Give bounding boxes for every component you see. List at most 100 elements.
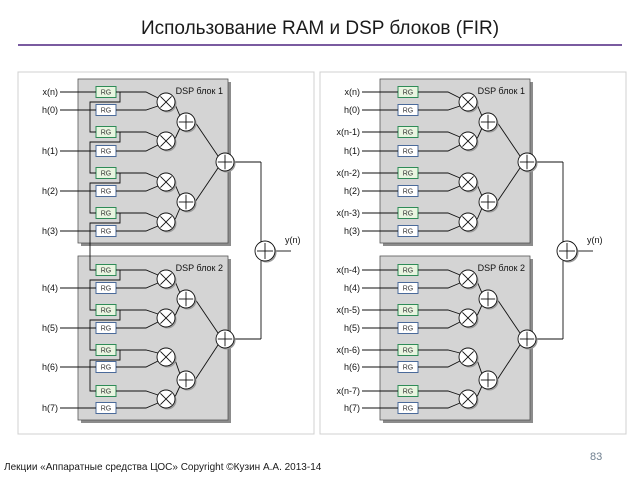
register-label: RG [101,308,112,315]
register-label: RG [403,130,414,137]
mult-input-wire [116,225,159,232]
register-label: RG [101,108,112,115]
mult-input-wire [418,172,461,179]
register-label: RG [101,365,112,372]
multiplier [156,92,177,113]
register-rg: RG [397,145,419,157]
adder [556,240,579,263]
register-label: RG [403,149,414,156]
adder [176,370,197,391]
signal-label: x(n-1) [336,127,360,137]
mult-input-wire [418,360,461,368]
adder [478,112,499,133]
register-rg: RG [95,264,117,276]
adder [478,289,499,310]
register-label: RG [101,189,112,196]
mult-input-wire [116,321,159,329]
register-label: RG [403,171,414,178]
adder [215,329,236,350]
multiplier [156,308,177,329]
register-rg: RG [95,225,117,237]
mult-input-wire [418,309,461,315]
signal-label: h(0) [344,105,360,115]
mult-input-wire [418,212,461,219]
mult-input-wire [116,105,159,111]
multiplier-cross [160,393,172,405]
register-rg: RG [397,126,419,138]
adder-input-wire [496,167,521,203]
register-label: RG [403,90,414,97]
adder [215,152,236,173]
left-panel-frame [17,71,315,435]
multiplier-cross [462,96,474,108]
multiplier [458,172,479,193]
register-label: RG [403,108,414,115]
register-label: RG [403,389,414,396]
register-rg: RG [397,282,419,294]
register-rg: RG [95,145,117,157]
mult-input-wire [116,185,159,192]
register-label: RG [101,90,112,97]
signal-label: x(n-4) [336,265,360,275]
multiplier [156,131,177,152]
adder-input-wire [194,121,219,157]
multiplier [458,92,479,113]
mult-input-wire [116,144,159,152]
register-rg: RG [95,282,117,294]
signal-label: h(7) [42,403,58,413]
register-rg: RG [397,304,419,316]
slide-title: Использование RAM и DSP блоков (FIR) [140,18,500,39]
signal-label: h(7) [344,403,360,413]
multiplier [458,212,479,233]
register-rg: RG [397,225,419,237]
mult-input-wire [116,172,159,179]
register-rg: RG [95,304,117,316]
signal-label: h(4) [344,283,360,293]
mult-input-wire [418,185,461,192]
register-label: RG [101,348,112,355]
output-label: y(n) [587,235,603,245]
multiplier-cross [160,96,172,108]
dsp-block-title: DSP блок 2 [176,263,223,273]
footer-text: Лекции «Аппаратные средства ЦОС» Copyrig… [4,462,322,473]
signal-label: h(3) [42,226,58,236]
signal-label: h(2) [344,186,360,196]
adder [176,112,197,133]
multiplier [156,389,177,410]
multiplier [458,347,479,368]
multiplier [156,269,177,290]
register-rg: RG [95,344,117,356]
multiplier-cross [462,312,474,324]
register-label: RG [403,229,414,236]
dsp-block-title: DSP блок 1 [478,86,525,96]
multiplier [156,172,177,193]
register-label: RG [101,406,112,413]
multiplier [156,347,177,368]
adder [517,152,538,173]
register-label: RG [101,171,112,178]
signal-label: h(1) [344,146,360,156]
multiplier-cross [462,135,474,147]
multiplier-cross [462,393,474,405]
signal-label: x(n) [345,87,361,97]
right-panel-frame [319,71,627,435]
mult-input-wire [418,144,461,152]
adder-input-wire [496,121,521,157]
adder-input-wire [496,298,521,334]
register-rg: RG [95,86,117,98]
multiplier-cross [160,273,172,285]
signal-label: h(3) [344,226,360,236]
multiplier-cross [160,312,172,324]
mult-input-wire [116,269,159,276]
register-label: RG [101,286,112,293]
adder [254,240,277,263]
signal-label: x(n-5) [336,305,360,315]
register-label: RG [403,365,414,372]
register-rg: RG [95,126,117,138]
register-rg: RG [397,385,419,397]
mult-input-wire [418,321,461,329]
signal-label: h(6) [344,362,360,372]
signal-label: h(6) [42,362,58,372]
mult-input-wire [418,225,461,232]
